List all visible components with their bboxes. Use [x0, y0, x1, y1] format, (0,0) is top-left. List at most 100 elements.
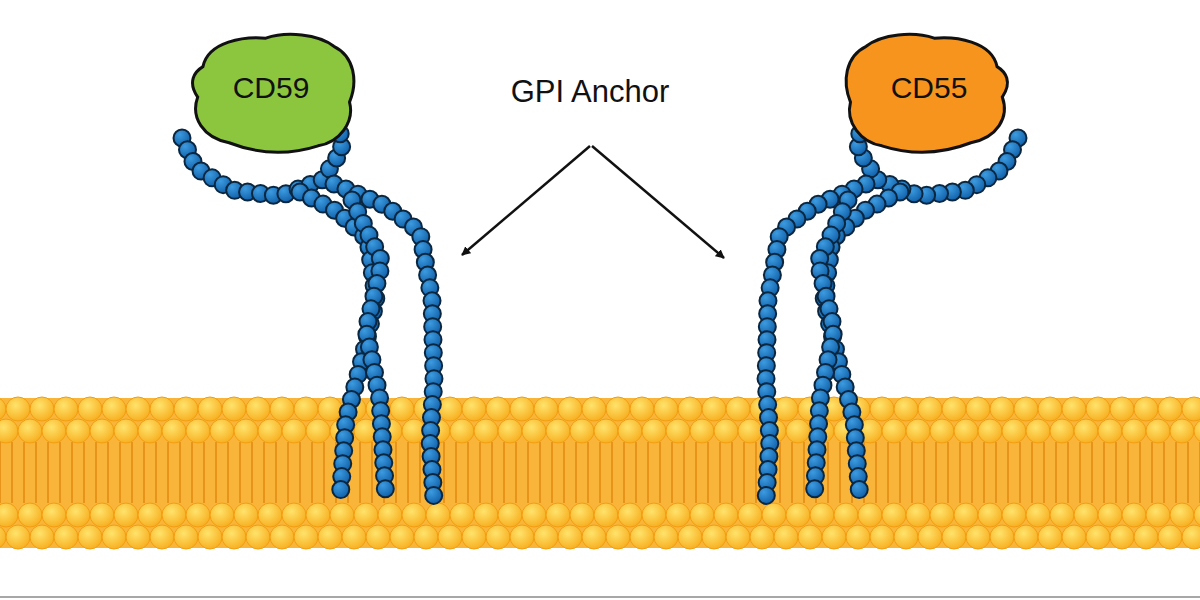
lipid-tail — [407, 442, 409, 503]
lipid-head — [1098, 419, 1122, 443]
protein-blob: CD55 — [840, 26, 1018, 158]
lipid-head — [510, 525, 534, 549]
lipid-head — [450, 503, 474, 527]
lipid-head — [258, 419, 282, 443]
lipid-head — [1134, 525, 1158, 549]
lipid-tail — [647, 442, 649, 503]
lipid-head — [726, 525, 750, 549]
lipid-head — [966, 397, 990, 421]
lipid-head — [198, 525, 222, 549]
lipid-head — [246, 397, 270, 421]
lipid-tail — [167, 442, 169, 503]
lipid-tail — [71, 442, 73, 503]
pointer-arrow — [592, 146, 724, 258]
lipid-head — [18, 419, 42, 443]
lipid-head — [1038, 525, 1062, 549]
lipid-head — [978, 503, 1002, 527]
lipid-tail — [1127, 442, 1129, 503]
lipid-head — [1122, 503, 1146, 527]
lipid-head — [762, 503, 786, 527]
lipid-tail — [1043, 442, 1045, 503]
lipid-head — [1146, 503, 1170, 527]
lipid-head — [1014, 525, 1038, 549]
lipid-tails — [0, 442, 1200, 503]
lipid-tail — [695, 442, 697, 503]
lipid-head — [114, 503, 138, 527]
lipid-head — [354, 503, 378, 527]
lipid-tail — [995, 442, 997, 503]
lipid-head — [630, 397, 654, 421]
lipid-head — [870, 525, 894, 549]
lipid-tail — [575, 442, 577, 503]
lipid-tail — [1007, 442, 1009, 503]
lipid-head — [1086, 397, 1110, 421]
lipid-head — [78, 525, 102, 549]
lipid-tail — [119, 442, 121, 503]
lipid-head — [1050, 419, 1074, 443]
lipid-tail — [911, 442, 913, 503]
lipid-head — [1158, 397, 1182, 421]
lipid-head — [582, 525, 606, 549]
lipid-head — [930, 503, 954, 527]
lipid-head — [726, 397, 750, 421]
lipid-head — [450, 419, 474, 443]
lipid-tail — [275, 442, 277, 503]
lipid-head — [858, 503, 882, 527]
lipid-head — [486, 397, 510, 421]
lipid-tail — [503, 442, 505, 503]
lipid-tail — [515, 442, 517, 503]
lipid-head — [558, 525, 582, 549]
lipid-head — [390, 397, 414, 421]
lipid-head — [978, 419, 1002, 443]
lipid-tail — [1031, 442, 1033, 503]
lipid-head — [846, 525, 870, 549]
lipid-head — [234, 503, 258, 527]
lipid-tail — [623, 442, 625, 503]
lipid-head — [666, 419, 690, 443]
lipid-head — [0, 397, 6, 421]
lipid-head — [318, 397, 342, 421]
lipid-tail — [1175, 442, 1177, 503]
lipid-tail — [563, 442, 565, 503]
lipid-head — [822, 525, 846, 549]
lipid-tail — [419, 442, 421, 503]
lipid-head — [894, 525, 918, 549]
lipid-tail — [587, 442, 589, 503]
lipid-head — [546, 419, 570, 443]
lipid-head — [246, 525, 270, 549]
lipid-tail — [659, 442, 661, 503]
lipid-head — [294, 525, 318, 549]
lipid-head — [702, 525, 726, 549]
lipid-head — [174, 397, 198, 421]
lipid-tail — [779, 442, 781, 503]
pointer-label: GPI Anchor — [511, 74, 670, 110]
lipid-tail — [143, 442, 145, 503]
lipid-head — [714, 419, 738, 443]
lipid-head — [1182, 525, 1200, 549]
lipid-head — [918, 525, 942, 549]
lipid-tail — [23, 442, 25, 503]
lipid-head — [402, 503, 426, 527]
lipid-head — [54, 525, 78, 549]
protein-blob: CD59 — [182, 26, 360, 158]
lipid-head — [882, 419, 906, 443]
lipid-head — [462, 525, 486, 549]
lipid-tail — [131, 442, 133, 503]
lipid-head — [510, 397, 534, 421]
lipid-head — [1110, 397, 1134, 421]
lipid-tail — [719, 442, 721, 503]
lipid-head — [498, 419, 522, 443]
lipid-head — [90, 503, 114, 527]
lipid-tail — [95, 442, 97, 503]
lipid-head — [738, 503, 762, 527]
lipid-head — [0, 419, 18, 443]
lipid-head — [918, 397, 942, 421]
anchor-bead — [377, 480, 394, 497]
lipid-head — [942, 397, 966, 421]
lipid-tail — [527, 442, 529, 503]
lipid-head — [690, 419, 714, 443]
lipid-tail — [683, 442, 685, 503]
lipid-head — [318, 525, 342, 549]
lipid-head — [282, 419, 306, 443]
lipid-head — [1062, 397, 1086, 421]
